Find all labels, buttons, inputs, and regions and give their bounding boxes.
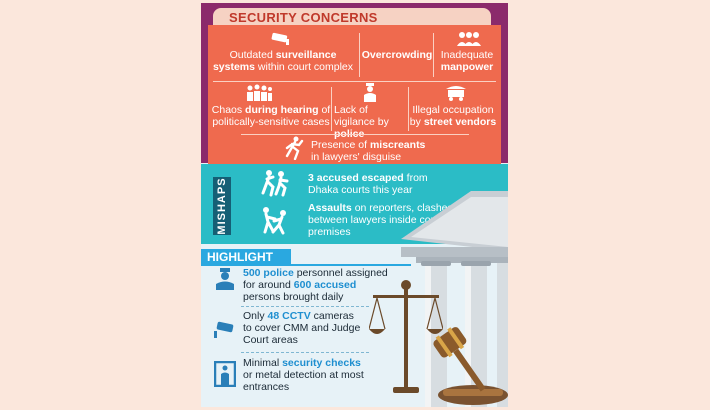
mishap-escaped: 3 accused escaped from Dhaka courts this… — [308, 172, 428, 196]
mishaps-label: MISHAPS — [213, 177, 231, 235]
mishap-assaults: Assaults on reporters, clashes between l… — [308, 202, 453, 238]
court-building-illustration — [401, 191, 508, 407]
divider — [241, 134, 469, 135]
divider — [433, 33, 434, 77]
concern-vigilance: Lack of vigilance by police — [334, 104, 389, 140]
highlight-title: HIGHLIGHT — [207, 250, 273, 264]
crowd-chaos-icon — [247, 84, 272, 101]
vendor-cart-icon — [446, 86, 466, 101]
police-personnel-icon — [216, 268, 234, 290]
concern-vendors: Illegal occupation by street vendors — [409, 104, 497, 128]
highlight-tab — [201, 249, 291, 265]
divider — [331, 87, 332, 131]
group-people-icon — [457, 32, 481, 46]
concerns-title: SECURITY CONCERNS — [229, 10, 378, 25]
cctv-camera-icon — [271, 32, 289, 45]
concern-manpower: Inadequate manpower — [440, 49, 494, 73]
highlight-checks: Minimal security checks or metal detecti… — [243, 357, 364, 393]
highlight-cctv: Only 48 CCTV cameras to cover CMM and Ju… — [243, 310, 361, 346]
concerns-title-tab — [213, 8, 491, 28]
police-officer-icon — [364, 83, 376, 102]
metal-detector-icon — [214, 361, 236, 387]
separator — [241, 352, 369, 353]
fighting-people-icon — [263, 207, 286, 235]
divider — [213, 81, 496, 82]
scales-of-justice-icon — [369, 280, 443, 393]
separator — [241, 306, 369, 307]
infographic-card: SECURITY CONCERNS Outdated surveillance … — [201, 3, 508, 407]
concern-overcrowding: Overcrowding — [361, 49, 433, 61]
escaping-person-icon — [261, 170, 289, 197]
divider — [359, 33, 360, 77]
concern-miscreants: Presence of miscreants in lawyers' disgu… — [311, 139, 426, 163]
gavel-icon — [433, 327, 508, 405]
concern-chaos: Chaos during hearing of politically-sens… — [211, 104, 331, 128]
divider — [408, 87, 409, 131]
concern-surveillance: Outdated surveillance systems within cou… — [212, 49, 354, 73]
cctv-icon — [214, 321, 234, 338]
highlight-underline — [201, 264, 411, 266]
highlight-police: 500 police personnel assigned for around… — [243, 267, 388, 303]
running-miscreant-icon — [285, 136, 304, 160]
